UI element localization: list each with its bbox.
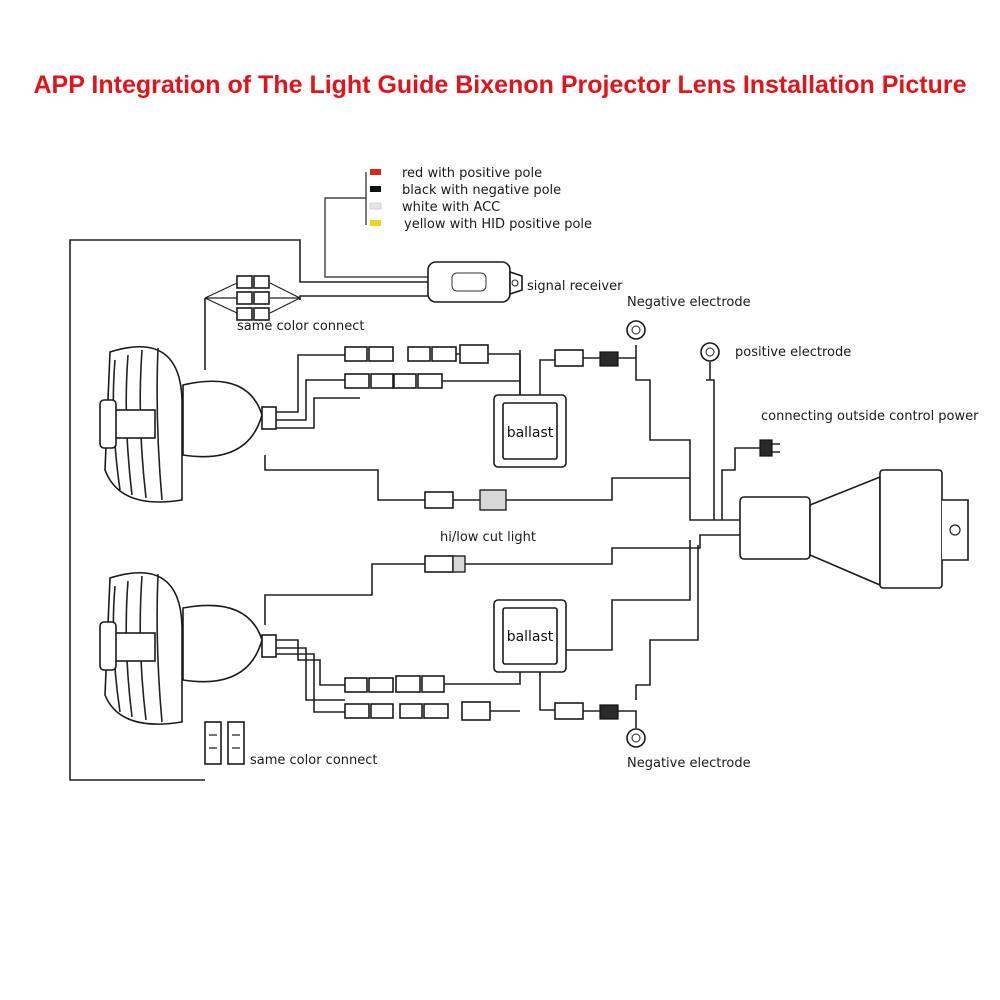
wire-color-legend: red with positive pole black with negati… [324, 166, 592, 278]
controller-head [879, 469, 943, 589]
signal-receiver: signal receiver [427, 261, 623, 303]
hi-low-label: hi/low cut light [440, 530, 536, 545]
controller-taper [809, 475, 881, 587]
same-color-label-bottom: same color connect [250, 753, 378, 768]
legend-swatch-red [370, 169, 381, 175]
ballast-top-label: ballast [507, 425, 554, 441]
legend-label-white: white with ACC [402, 200, 500, 215]
positive-electrode-label: positive electrode [735, 345, 851, 360]
positive-electrode-wire [706, 362, 715, 520]
connector-fan-lines [204, 282, 301, 314]
lamp-bulb-housing-bottom [182, 604, 263, 683]
same-color-connector-bottom: same color connect [204, 721, 378, 768]
outside-power-wire [721, 443, 780, 520]
projector-lamp-bottom [99, 571, 277, 725]
ballast-bottom-output-connector [554, 702, 584, 720]
lamp-bulb-housing [182, 380, 263, 458]
lamp-lens [99, 399, 117, 449]
legend-swatch-yellow [370, 220, 381, 226]
page-title: APP Integration of The Light Guide Bixen… [34, 71, 967, 99]
legend-label-yellow: yellow with HID positive pole [404, 217, 592, 232]
legend-swatch-black [370, 186, 381, 192]
connector-pairs-bottom [344, 672, 521, 721]
outer-loop-wire [69, 239, 428, 781]
lamp-lens-bottom [99, 621, 117, 671]
positive-electrode: positive electrode [700, 342, 851, 520]
outside-control-power: connecting outside control power [721, 409, 979, 520]
same-color-label-top: same color connect [237, 319, 365, 334]
legend-swatch-white [369, 202, 382, 210]
lamp-top-wires [276, 354, 360, 429]
lamp-top-hilow-wire [264, 455, 425, 501]
ballast-bottom-wires [539, 672, 555, 711]
receiver-to-connectors [299, 295, 428, 300]
legend-label-black: black with negative pole [402, 183, 561, 198]
ballast-bottom: ballast [493, 599, 567, 711]
ballast-bottom-label: ballast [507, 629, 554, 645]
lamp-bottom-wires [276, 639, 360, 713]
legend-label-red: red with positive pole [402, 166, 542, 181]
connector-pairs-top [344, 344, 521, 395]
top-negative-wire [583, 345, 740, 521]
relay-controller [739, 469, 969, 589]
controller-body [739, 496, 811, 560]
same-color-connector-top: same color connect [204, 275, 365, 370]
hi-low-cut-connector: hi/low cut light [264, 477, 740, 625]
signal-receiver-label: signal receiver [527, 279, 623, 294]
hilow-bottom-wire [264, 534, 740, 625]
negative-electrode-bottom: Negative electrode [626, 728, 751, 771]
negative-electrode-top-label: Negative electrode [627, 295, 751, 310]
hilow-top-wire [453, 477, 690, 501]
negative-electrode-bottom-label: Negative electrode [627, 756, 751, 771]
lamp-socket [261, 406, 277, 430]
outside-power-label: connecting outside control power [761, 409, 979, 424]
ballast-top: ballast [493, 350, 567, 468]
ballast-top-wires [519, 350, 555, 395]
negative-electrode-top: Negative electrode [626, 295, 751, 340]
legend-wire-bracket [324, 172, 430, 278]
lamp-socket-bottom [261, 634, 277, 658]
bottom-negative-wire [583, 710, 637, 728]
projector-lamp-top [99, 345, 277, 503]
ballast-top-output-connector [554, 349, 584, 367]
connector-to-ballast-bottom [444, 672, 521, 712]
